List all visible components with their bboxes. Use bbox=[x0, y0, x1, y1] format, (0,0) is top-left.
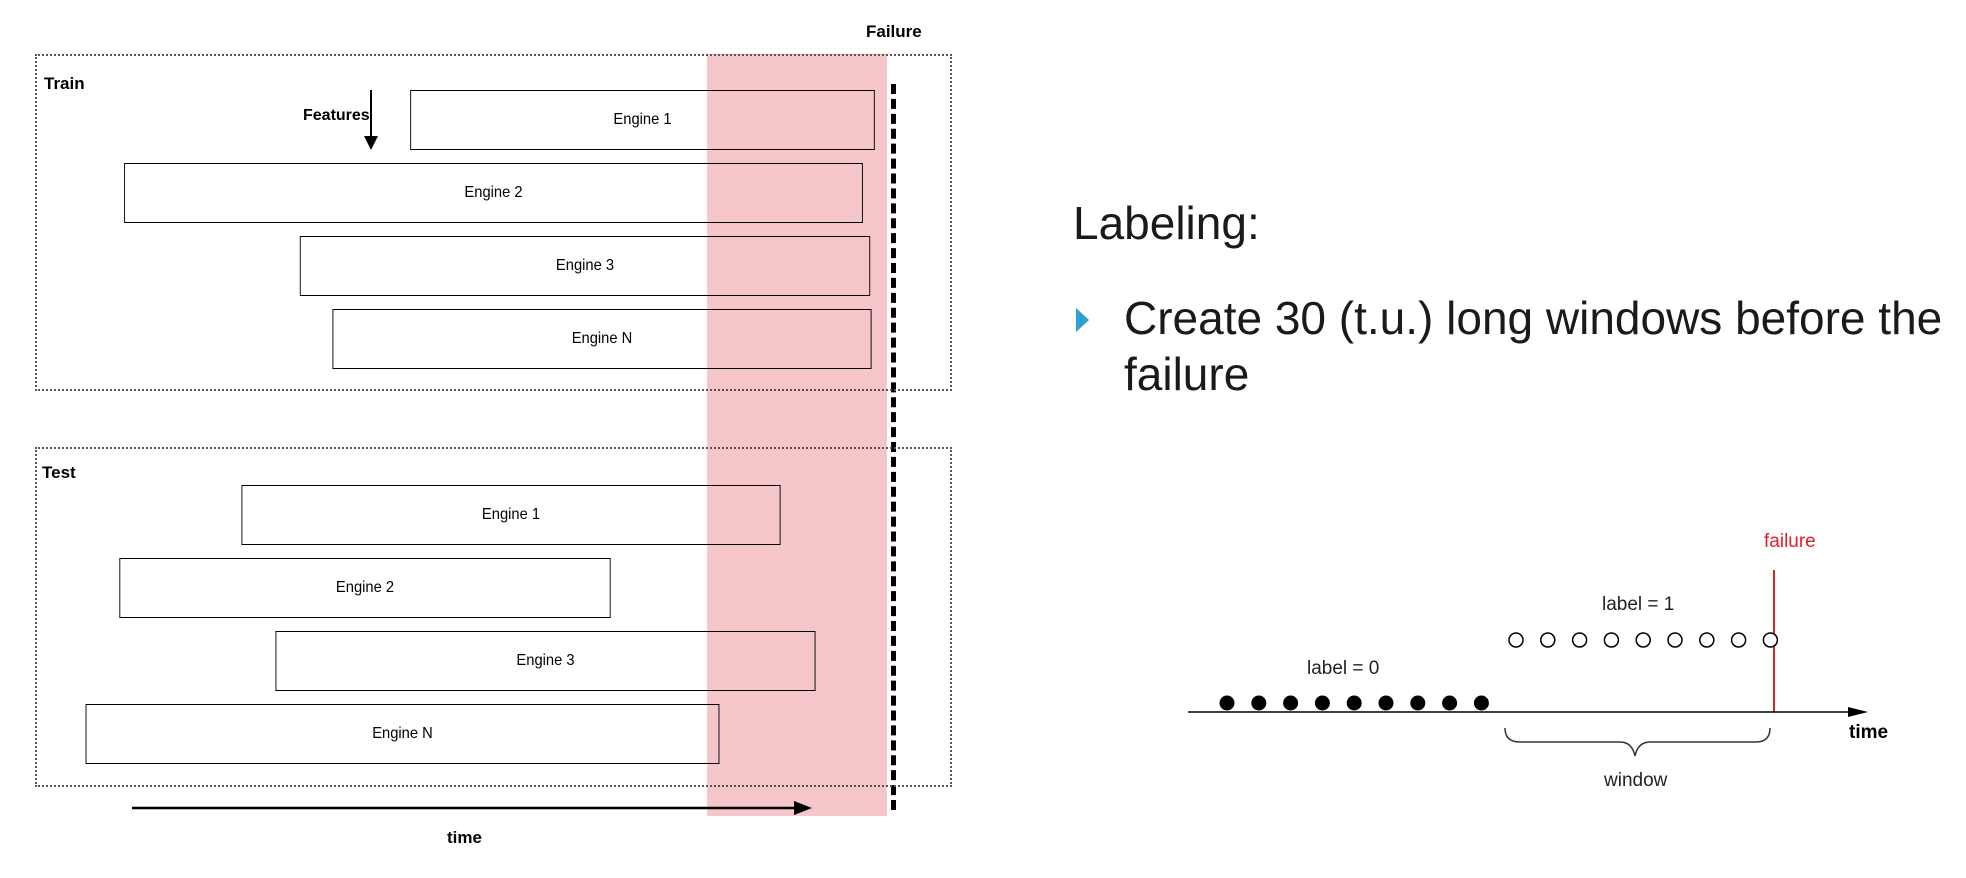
time-arrow-icon bbox=[132, 801, 812, 815]
filled-point bbox=[1410, 695, 1426, 711]
window-label: window bbox=[1604, 770, 1668, 791]
test-engine-n: Engine N bbox=[85, 704, 720, 764]
test-engine-3: Engine 3 bbox=[275, 631, 816, 691]
label-1-text: label = 1 bbox=[1602, 594, 1675, 615]
failure-marker-label: failure bbox=[1764, 531, 1816, 552]
open-point bbox=[1571, 632, 1588, 648]
label-0-points bbox=[1219, 695, 1489, 711]
filled-point bbox=[1314, 695, 1330, 711]
failure-label: Failure bbox=[866, 22, 922, 41]
label-0-text: label = 0 bbox=[1307, 658, 1380, 679]
train-engine-n: Engine N bbox=[332, 309, 872, 369]
bullet-triangle-icon bbox=[1076, 308, 1089, 332]
time-axis-arrowhead bbox=[1848, 707, 1868, 717]
features-arrow-icon bbox=[364, 90, 378, 150]
features-label: Features bbox=[303, 107, 370, 124]
open-point bbox=[1508, 632, 1524, 648]
window-brace bbox=[1504, 727, 1771, 757]
time-axis-label: time bbox=[1849, 722, 1889, 743]
test-box bbox=[35, 447, 952, 787]
train-label: Train bbox=[44, 74, 85, 93]
test-engine-1: Engine 1 bbox=[241, 485, 781, 545]
open-point bbox=[1540, 632, 1556, 648]
filled-point bbox=[1346, 695, 1362, 711]
open-point bbox=[1699, 632, 1715, 648]
open-point bbox=[1635, 632, 1651, 648]
labeling-heading: Labeling: bbox=[1073, 197, 1260, 249]
filled-point bbox=[1283, 695, 1299, 711]
test-label: Test bbox=[42, 463, 76, 482]
train-engine-2: Engine 2 bbox=[124, 163, 863, 223]
test-engine-2: Engine 2 bbox=[119, 558, 611, 618]
open-point bbox=[1730, 632, 1747, 648]
train-engine-3: Engine 3 bbox=[299, 236, 871, 296]
train-box bbox=[35, 54, 952, 391]
label-1-points bbox=[1508, 632, 1779, 648]
train-engine-1: Engine 1 bbox=[410, 90, 875, 150]
filled-point bbox=[1251, 695, 1267, 711]
open-point bbox=[1667, 632, 1683, 648]
open-point bbox=[1603, 632, 1620, 648]
filled-point bbox=[1219, 695, 1235, 711]
filled-point bbox=[1442, 695, 1458, 711]
label-timeline-svg bbox=[1188, 570, 1868, 757]
open-point bbox=[1762, 632, 1779, 648]
filled-point bbox=[1473, 695, 1489, 711]
filled-point bbox=[1378, 695, 1394, 711]
labeling-bullet-text: Create 30 (t.u.) long windows before the… bbox=[1124, 292, 1943, 400]
time-label: time bbox=[447, 828, 482, 847]
pre-failure-window-band bbox=[707, 54, 887, 816]
